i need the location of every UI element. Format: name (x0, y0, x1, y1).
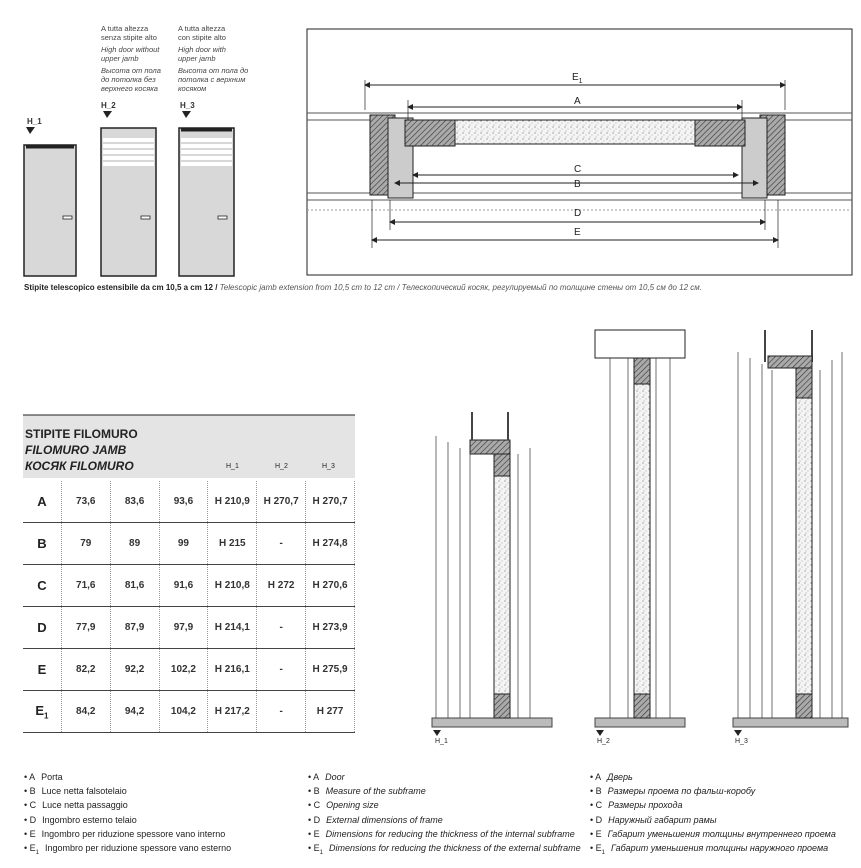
cell-h3: H 274,8 (305, 522, 355, 565)
cell-c3: 99 (159, 522, 209, 565)
cell-c2: 81,6 (110, 564, 160, 607)
plan-label-e1: E1 (572, 72, 583, 85)
plan-label-d: D (574, 208, 582, 219)
section-h1-label: H_1 (435, 738, 448, 745)
cell-h1: H 214,1 (207, 606, 258, 649)
cell-h3: H 270,7 (305, 481, 355, 523)
cell-c2: 83,6 (110, 481, 160, 523)
jamb-caption: Stipite telescopico estensibile da cm 10… (24, 283, 702, 292)
table-header-bg (23, 415, 355, 478)
cell-h3: H 270,6 (305, 564, 355, 607)
cell-h2: - (256, 606, 307, 649)
cell-c3: 91,6 (159, 564, 209, 607)
door-h3-drawing (178, 111, 235, 277)
door-h2-label: H_2 (101, 101, 116, 110)
section-h2-label: H_2 (597, 738, 610, 745)
cell-h1: H 217,2 (207, 690, 258, 733)
col-h1-label: H_1 (226, 463, 239, 470)
cell-c2: 94,2 (110, 690, 160, 733)
cell-c3: 93,6 (159, 481, 209, 523)
cell-h1: H 210,9 (207, 481, 258, 523)
cell-c1: 77,9 (61, 606, 111, 649)
door-h2-drawing (100, 111, 157, 277)
row-key: B (23, 522, 62, 565)
cell-h2: H 272 (256, 564, 307, 607)
row-key: D (23, 606, 62, 649)
cell-c3: 97,9 (159, 606, 209, 649)
cell-h3: H 277 (305, 690, 355, 733)
col-h3-label: H_3 (322, 463, 335, 470)
cell-c2: 87,9 (110, 606, 160, 649)
table-title: STIPITE FILOMURO FILOMURO JAMB КОСЯК FIL… (25, 427, 138, 473)
section-h3-drawing (732, 330, 849, 736)
section-h2-drawing (594, 329, 686, 736)
door-h1-drawing (23, 127, 77, 277)
plan-label-c: C (574, 164, 582, 175)
cell-h2: - (256, 522, 307, 565)
row-key: E (23, 648, 62, 691)
section-h3-label: H_3 (735, 738, 748, 745)
cell-c3: 104,2 (159, 690, 209, 733)
cell-c2: 92,2 (110, 648, 160, 691)
cell-h1: H 210,8 (207, 564, 258, 607)
cell-h3: H 273,9 (305, 606, 355, 649)
door-h3-label: H_3 (180, 101, 195, 110)
cell-h3: H 275,9 (305, 648, 355, 691)
door-h1-label: H_1 (27, 117, 42, 126)
cell-h1: H 215 (207, 522, 258, 565)
cell-c1: 71,6 (61, 564, 111, 607)
row-key: A (23, 481, 62, 523)
cell-h2: - (256, 690, 307, 733)
plan-section-drawing (306, 28, 853, 276)
cell-c1: 73,6 (61, 481, 111, 523)
cell-c3: 102,2 (159, 648, 209, 691)
cell-c1: 84,2 (61, 690, 111, 733)
col-h2-label: H_2 (275, 463, 288, 470)
cell-c1: 82,2 (61, 648, 111, 691)
plan-label-e: E (574, 227, 581, 238)
row-key: E1 (23, 690, 62, 733)
plan-label-b: B (574, 179, 581, 190)
cell-h2: - (256, 648, 307, 691)
cell-c2: 89 (110, 522, 160, 565)
cell-h1: H 216,1 (207, 648, 258, 691)
plan-label-a: A (574, 96, 581, 107)
section-h1-drawing (431, 412, 553, 736)
row-key: C (23, 564, 62, 607)
cell-h2: H 270,7 (256, 481, 307, 523)
cell-c1: 79 (61, 522, 111, 565)
